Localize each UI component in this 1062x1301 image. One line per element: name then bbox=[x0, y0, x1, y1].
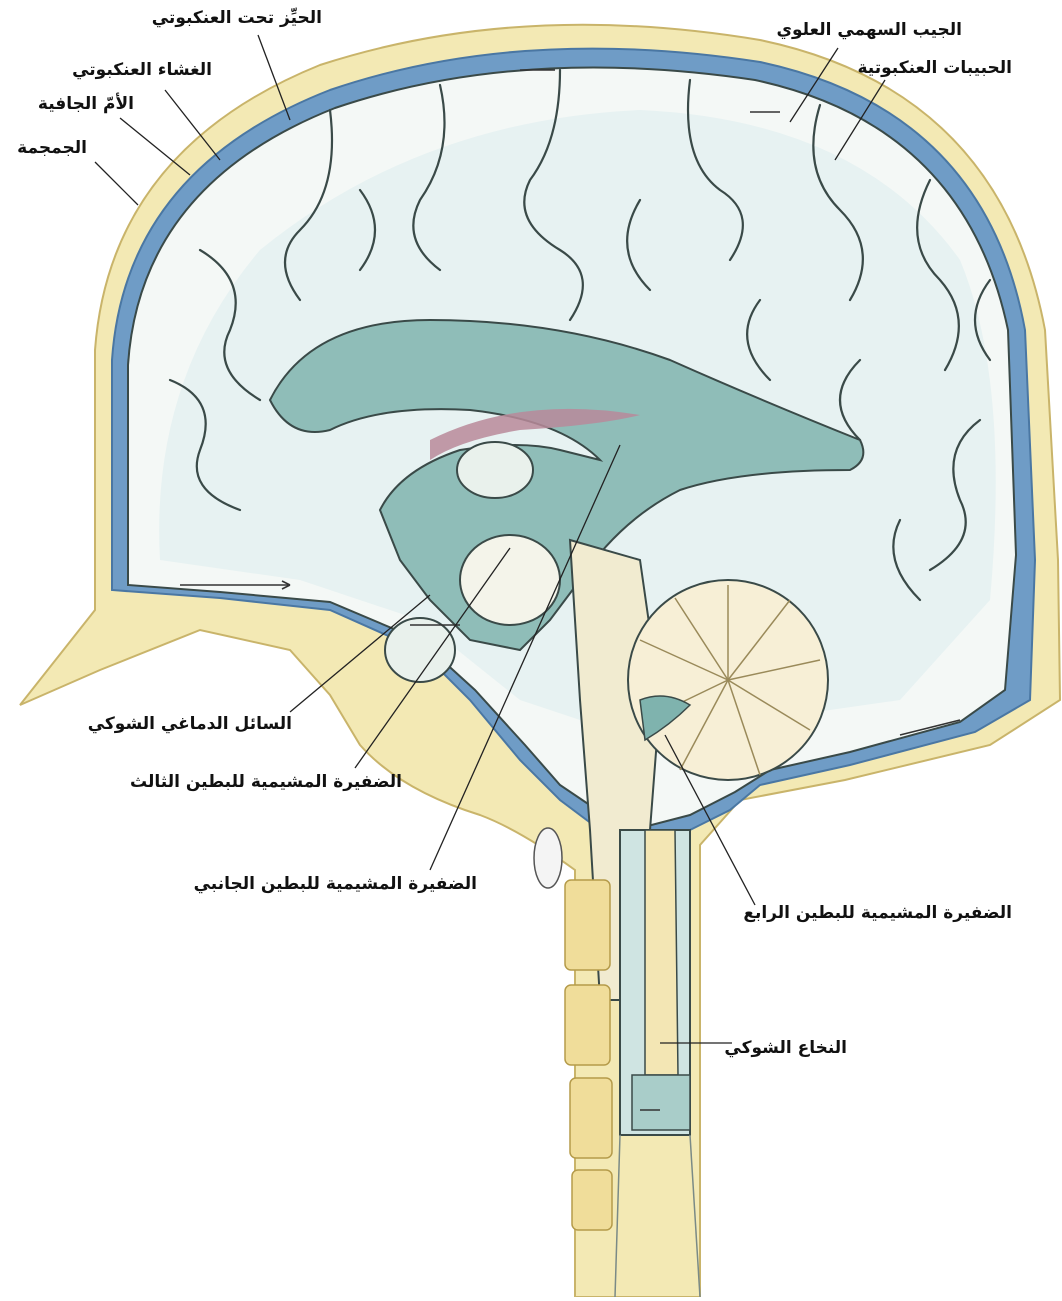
label-subarachnoid-space: الحيِّز تحت العنكبوتي bbox=[152, 10, 322, 27]
label-superior-sagittal-sinus: الجيب السهمي العلوي bbox=[776, 22, 962, 39]
label-choroid-third: الضفيرة المشيمية للبطين الثالث bbox=[130, 774, 402, 791]
spinal-cord-shape bbox=[645, 830, 678, 1075]
label-spinal-cord: النخاع الشوكي bbox=[724, 1040, 847, 1057]
label-choroid-fourth: الضفيرة المشيمية للبطين الرابع bbox=[743, 905, 1012, 922]
leader-skull bbox=[95, 162, 138, 205]
label-choroid-lateral: الضفيرة المشيمية للبطين الجانبي bbox=[194, 876, 477, 893]
label-skull: الجمجمة bbox=[17, 140, 87, 157]
label-dura-mater: الأمّ الجافية bbox=[38, 96, 134, 113]
label-csf: السائل الدماغي الشوكي bbox=[88, 716, 292, 733]
label-arachnoid: الغشاء العنكبوتي bbox=[72, 62, 212, 79]
pituitary bbox=[385, 618, 455, 682]
vertebrae bbox=[565, 880, 612, 1230]
label-arachnoid-granulations: الحبيبات العنكبوتية bbox=[857, 60, 1012, 77]
thalamus bbox=[457, 442, 533, 498]
spinal-cord-end bbox=[632, 1075, 690, 1130]
leader-dura bbox=[120, 118, 190, 175]
fragment bbox=[534, 828, 562, 888]
